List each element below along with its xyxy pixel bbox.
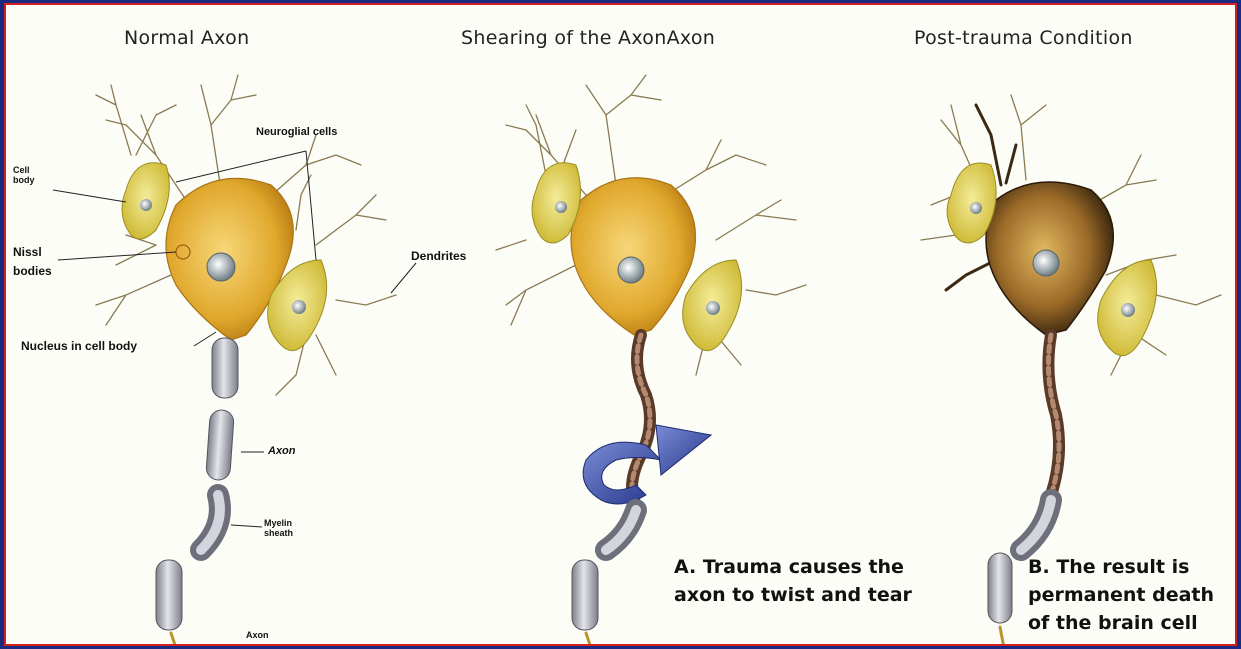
label-nucleus: Nucleus in cell body xyxy=(21,339,137,353)
normal-neuron xyxy=(96,75,396,646)
panel-title-normal: Normal Axon xyxy=(124,27,249,49)
caption-a: A. Trauma causes the axon to twist and t… xyxy=(674,553,912,609)
panel-title-post-trauma: Post-trauma Condition xyxy=(914,27,1133,49)
label-cell-body: Cell body xyxy=(13,165,35,185)
diagram-frame: Normal Axon Shearing of the AxonAxon Pos… xyxy=(4,3,1237,646)
label-axon: Axon xyxy=(268,445,296,457)
label-nissl-bodies: Nissl bodies xyxy=(13,243,52,281)
neuron-illustration xyxy=(6,5,1237,646)
caption-b: B. The result is permanent death of the … xyxy=(1028,553,1214,637)
panel-title-shearing: Shearing of the AxonAxon xyxy=(461,27,715,49)
label-myelin-sheath: Myelin sheath xyxy=(264,518,293,538)
label-neuroglial-cells: Neuroglial cells xyxy=(256,126,337,138)
label-dendrites: Dendrites xyxy=(411,249,466,263)
label-axon-bottom: Axon xyxy=(246,630,269,640)
